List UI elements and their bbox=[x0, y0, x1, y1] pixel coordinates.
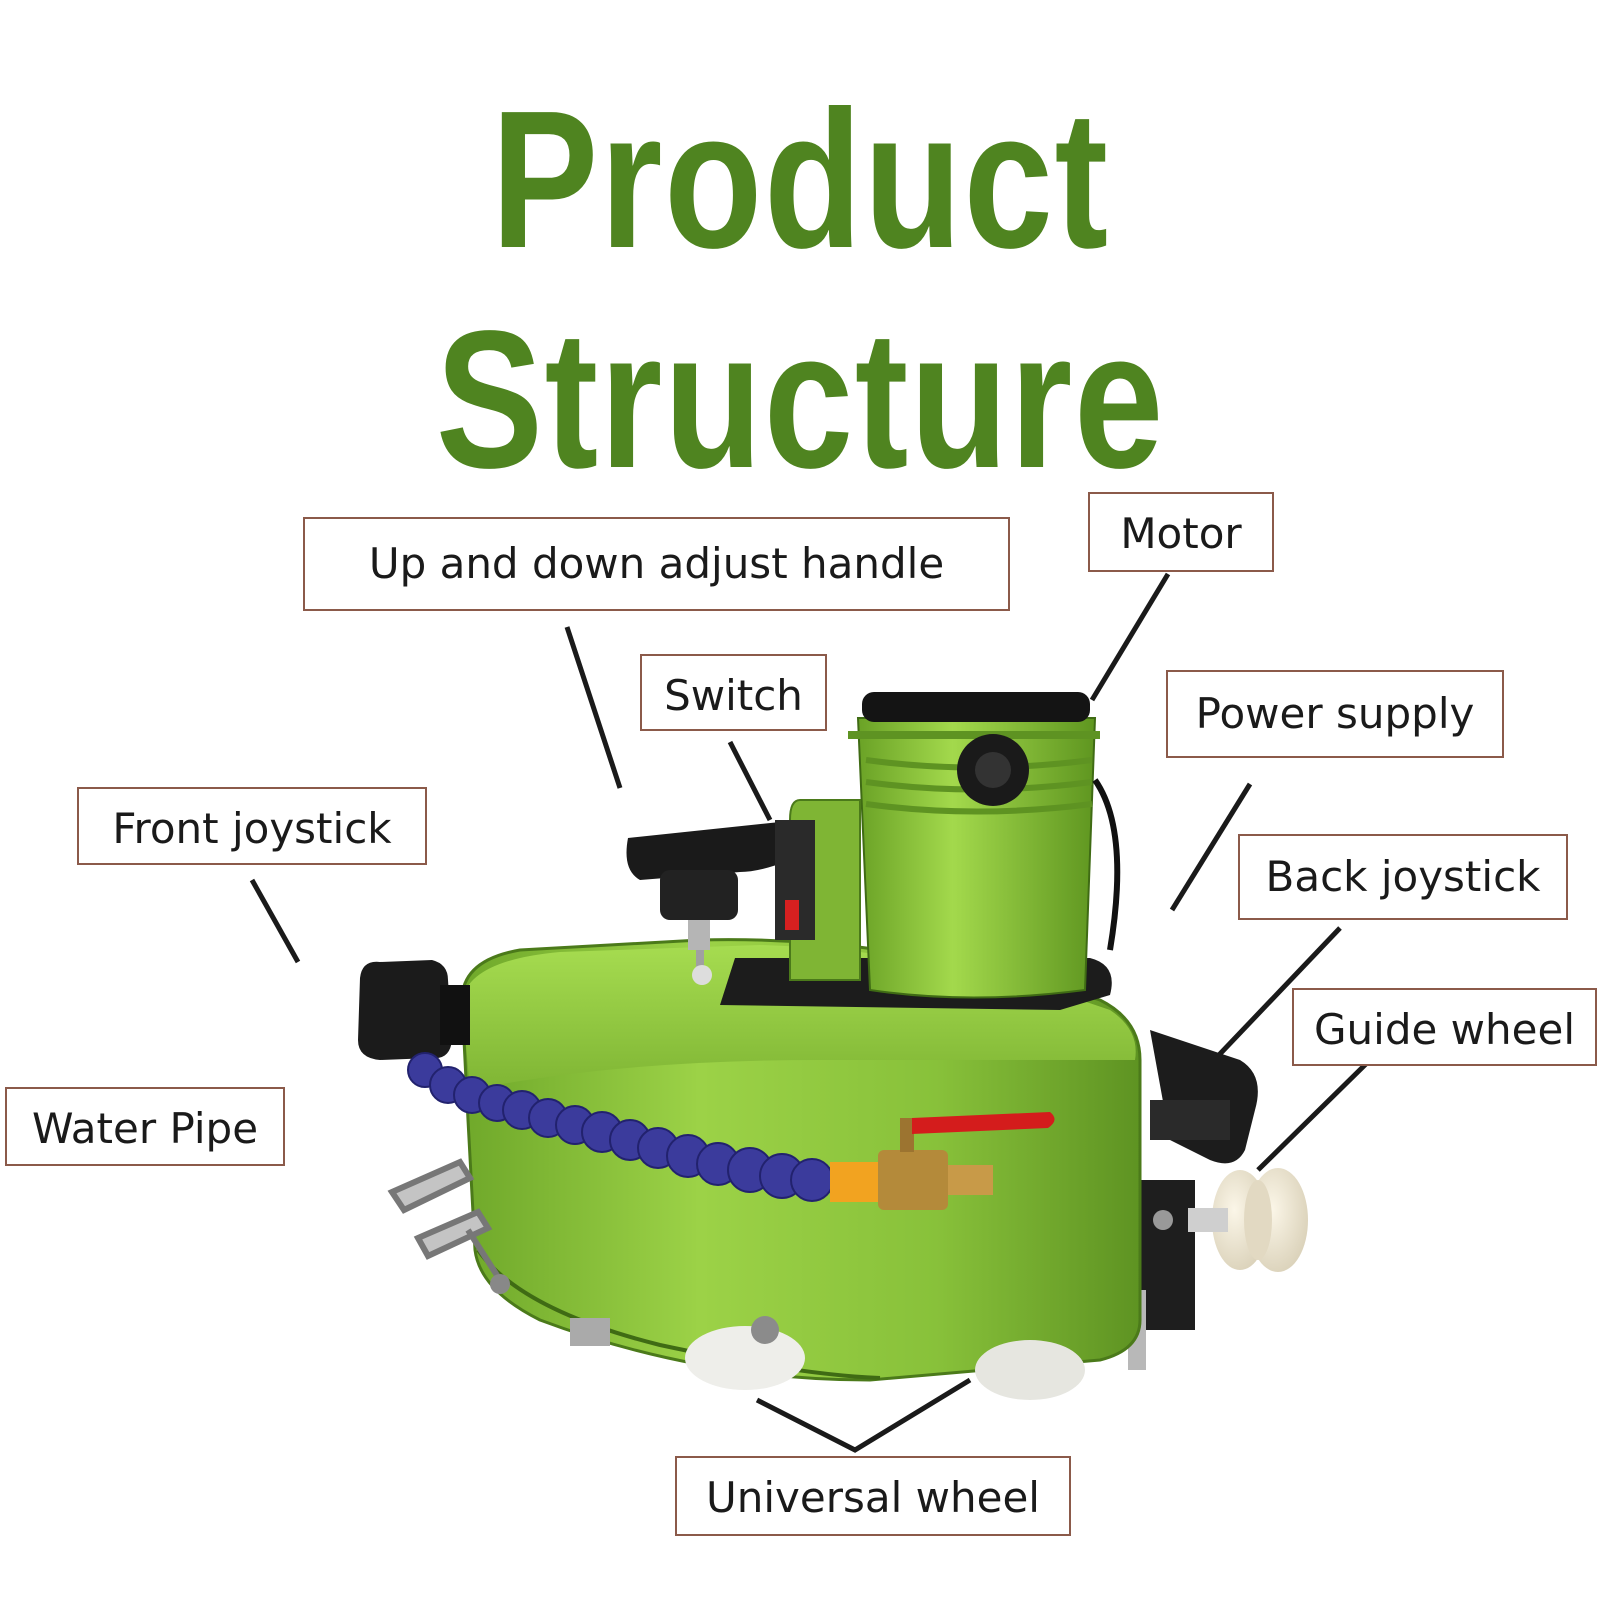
label-motor: Motor bbox=[1088, 492, 1274, 572]
guide-wheel-assembly bbox=[1128, 1168, 1308, 1370]
leader-motor bbox=[1089, 572, 1171, 702]
switch-unit bbox=[775, 820, 815, 940]
leader-guide bbox=[1256, 1056, 1374, 1172]
front-clip-hardware bbox=[387, 1158, 510, 1294]
leader-front bbox=[249, 878, 301, 964]
leader-updown bbox=[564, 626, 623, 789]
page-title: Product Structure bbox=[435, 70, 1166, 509]
leader-power bbox=[1169, 782, 1253, 912]
label-front-joystick: Front joystick bbox=[77, 787, 427, 865]
adjust-handle-knob bbox=[626, 822, 794, 985]
label-power-supply: Power supply bbox=[1166, 670, 1504, 758]
water-pipe bbox=[407, 1052, 834, 1202]
leader-back bbox=[1216, 926, 1342, 1058]
label-universal-wheel: Universal wheel bbox=[675, 1456, 1071, 1536]
universal-wheels bbox=[570, 1316, 1085, 1400]
front-joystick bbox=[358, 960, 470, 1060]
back-joystick bbox=[1150, 1030, 1258, 1164]
leader-switch bbox=[727, 740, 773, 822]
label-up-down-adjust-handle: Up and down adjust handle bbox=[303, 517, 1010, 611]
label-water-pipe: Water Pipe bbox=[5, 1087, 285, 1166]
label-switch: Switch bbox=[640, 654, 827, 731]
leader-universal bbox=[755, 1377, 972, 1453]
motor bbox=[789, 692, 1121, 999]
leader-lines bbox=[249, 572, 1374, 1453]
label-back-joystick: Back joystick bbox=[1238, 834, 1568, 920]
water-valve bbox=[830, 1112, 1055, 1210]
label-guide-wheel: Guide wheel bbox=[1292, 988, 1597, 1066]
